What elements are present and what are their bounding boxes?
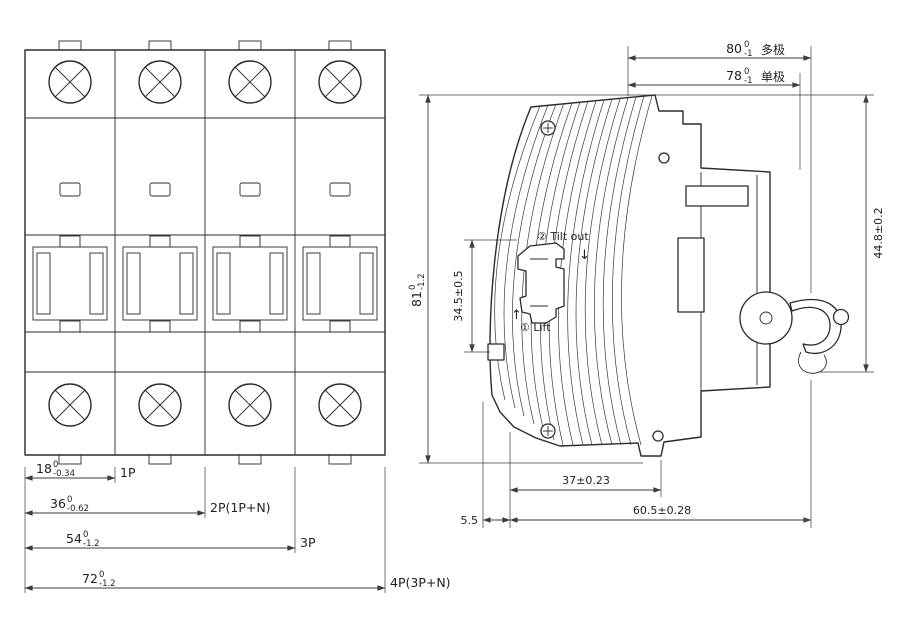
pole-2 (122, 40, 198, 465)
front-dimension-text-72: 72 0 -1.2 4P(3P+N) (82, 570, 451, 590)
din-rail-clip (739, 291, 850, 374)
dim-lower-tol: -0.62 (67, 504, 89, 514)
front-extension-lines (24, 467, 386, 593)
lift-annotation: ① Lift (520, 321, 551, 334)
side-dimension-lines (425, 55, 869, 523)
singlepole-label: 单极 (761, 70, 785, 84)
dim-lower-tol: -1 (744, 49, 752, 59)
handle-height-dimension: 34.5±0.5 (452, 270, 465, 321)
depth-dim-singlepole: 78 0 -1 单极 (726, 67, 785, 86)
depth-dim-multipole: 80 0 -1 多极 (726, 40, 785, 59)
pole-count-label: 4P(3P+N) (390, 575, 451, 590)
arrow-up-icon: ↑ (511, 308, 522, 323)
pole-4 (302, 40, 378, 465)
dim-lower-tol: -0.34 (53, 469, 75, 479)
pole-count-label: 3P (300, 535, 316, 550)
dim-lower-tol: -1 (744, 76, 752, 86)
dim-value: 36 (50, 496, 66, 511)
dim-upper-tol: 0 (99, 570, 104, 580)
tilt-out-annotation: ② Tilt out (537, 230, 589, 243)
arrow-down-icon: ↓ (579, 248, 590, 263)
dim-lower-tol: -1.2 (417, 273, 427, 290)
back-recess (677, 237, 705, 313)
rail-depth-dimension: 44.8±0.2 (872, 207, 885, 258)
dim-value: 78 (726, 68, 742, 83)
pole-1 (32, 40, 108, 465)
dim-lower-tol: -1.2 (83, 539, 100, 549)
dim-upper-tol: 0 (408, 285, 418, 290)
dim-upper-tol: 0 (67, 495, 72, 505)
dim-value: 72 (82, 571, 98, 586)
dim-upper-tol: 0 (83, 530, 88, 540)
clip-hook (789, 298, 842, 354)
clip-spring (798, 351, 827, 374)
front-dimension-lines (24, 475, 386, 591)
front-dimension-text-36: 36 0 -0.62 2P(1P+N) (50, 495, 271, 515)
multipole-label: 多极 (761, 43, 785, 57)
breaker-body-side (489, 94, 771, 457)
housing-rivets (540, 120, 670, 442)
side-extension-lines (419, 46, 874, 528)
pole-count-label: 1P (120, 465, 136, 480)
pole-3 (212, 40, 288, 465)
dim-upper-tol: 0 (53, 460, 58, 470)
ribbed-face (494, 95, 653, 446)
clip-knob (739, 291, 793, 345)
dim-value: 80 (726, 41, 742, 56)
lip-dimension: 5.5 (461, 514, 479, 527)
front-dimension-text-18: 18 0 -0.34 1P (36, 460, 136, 480)
side-view-drawing: ② Tilt out ↓ ① Lift ↑ (408, 40, 885, 528)
overall-base-dimension: 60.5±0.28 (633, 504, 691, 517)
dim-upper-tol: 0 (744, 67, 749, 77)
toggle-handle (517, 242, 565, 324)
base-dimension: 37±0.23 (562, 474, 610, 487)
label-window (685, 185, 749, 207)
dim-upper-tol: 0 (744, 40, 749, 50)
dim-lower-tol: -1.2 (99, 579, 116, 589)
front-dimension-text-54: 54 0 -1.2 3P (66, 530, 316, 550)
height-dimension-81: 81 0 -1.2 (408, 273, 427, 307)
dim-value: 81 (409, 291, 424, 307)
front-view-drawing: 18 0 -0.34 1P 36 0 -0.62 2P(1P+N) 54 0 -… (24, 40, 451, 593)
dim-value: 18 (36, 461, 52, 476)
dim-value: 54 (66, 531, 82, 546)
pole-count-label: 2P(1P+N) (210, 500, 271, 515)
clip-spring-eye (832, 308, 850, 326)
front-stop (487, 343, 505, 361)
